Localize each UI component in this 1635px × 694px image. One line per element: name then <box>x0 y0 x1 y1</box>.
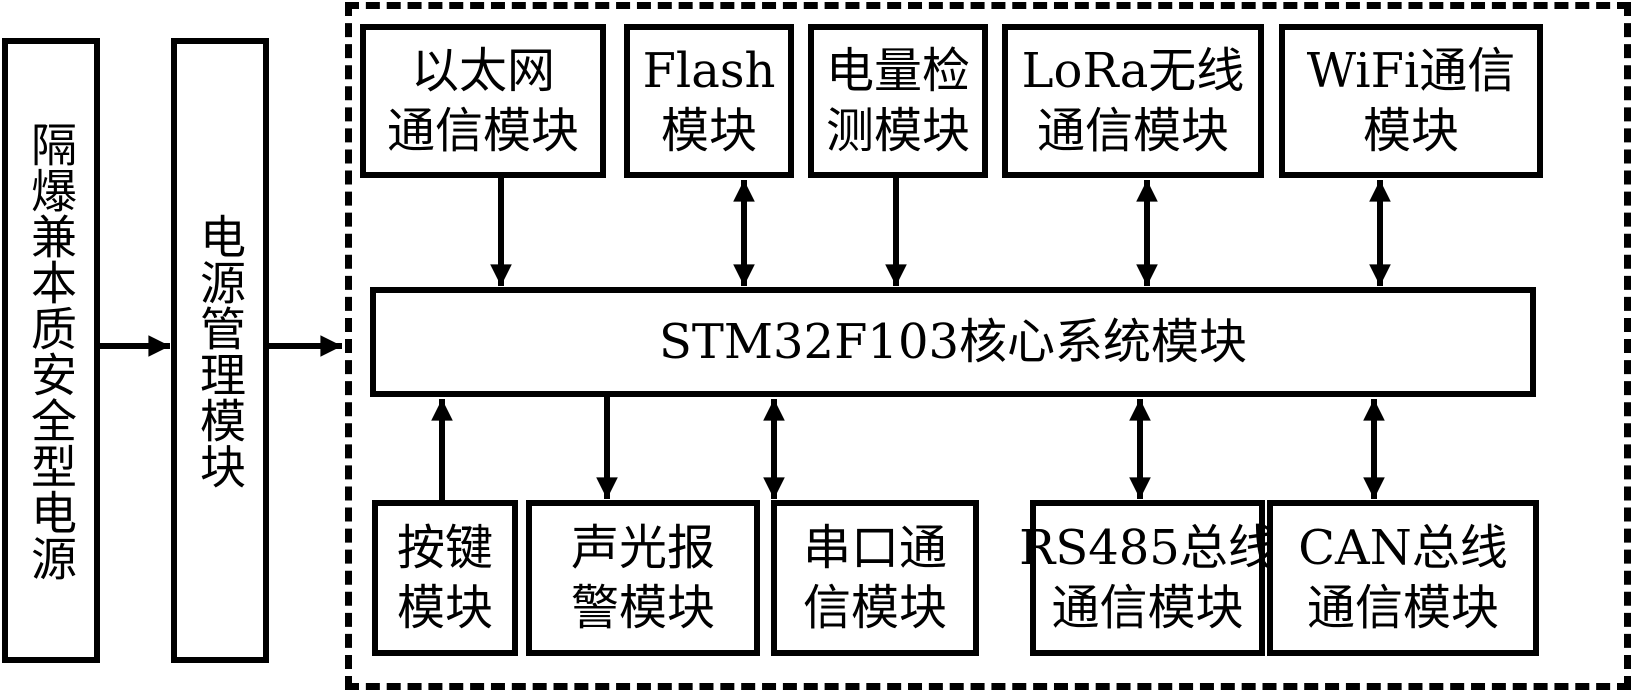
serial-module-line2: 信模块 <box>802 580 947 636</box>
wifi-module-line1: WiFi通信 <box>1306 43 1516 99</box>
can-module-line2: 通信模块 <box>1306 580 1499 636</box>
core-system-boundary <box>345 2 1631 690</box>
lora-module-box: LoRa无线 通信模块 <box>1002 24 1264 178</box>
lora-module-line1: LoRa无线 <box>1021 43 1245 99</box>
alarm-module-line2: 警模块 <box>570 580 715 636</box>
serial-module-line1: 串口通 <box>802 520 947 576</box>
core-system-box: STM32F103核心系统模块 <box>370 287 1536 397</box>
battery-detect-module-line1: 电量检 <box>825 43 970 99</box>
ethernet-module-box: 以太网 通信模块 <box>360 24 606 178</box>
battery-detect-module-box: 电量检 测模块 <box>808 24 988 178</box>
flash-module-box: Flash 模块 <box>624 24 794 178</box>
rs485-module-line2: 通信模块 <box>1051 580 1244 636</box>
battery-detect-module-line2: 测模块 <box>825 103 970 159</box>
flash-module-line2: 模块 <box>660 103 757 159</box>
wifi-module-line2: 模块 <box>1362 103 1459 159</box>
core-system-label: STM32F103核心系统模块 <box>658 314 1248 370</box>
ethernet-module-line2: 通信模块 <box>386 103 579 159</box>
can-module-line1: CAN总线 <box>1298 520 1508 576</box>
lora-module-line2: 通信模块 <box>1036 103 1229 159</box>
keys-module-box: 按键 模块 <box>372 500 518 656</box>
power-management-box: 电源管理模块 <box>171 38 269 663</box>
power-source-label: 隔爆兼本质安全型电源 <box>24 120 78 581</box>
rs485-module-line1: RS485总线 <box>1019 520 1276 576</box>
can-module-box: CAN总线 通信模块 <box>1267 500 1539 656</box>
alarm-module-line1: 声光报 <box>570 520 715 576</box>
wifi-module-box: WiFi通信 模块 <box>1279 24 1543 178</box>
power-source-box: 隔爆兼本质安全型电源 <box>2 38 100 663</box>
keys-module-line2: 模块 <box>396 580 493 636</box>
power-management-label: 电源管理模块 <box>193 212 247 489</box>
serial-module-box: 串口通 信模块 <box>771 500 979 656</box>
alarm-module-box: 声光报 警模块 <box>526 500 760 656</box>
flash-module-line1: Flash <box>642 43 776 99</box>
rs485-module-box: RS485总线 通信模块 <box>1019 500 1276 656</box>
ethernet-module-line1: 以太网 <box>410 43 555 99</box>
keys-module-line1: 按键 <box>396 520 493 576</box>
